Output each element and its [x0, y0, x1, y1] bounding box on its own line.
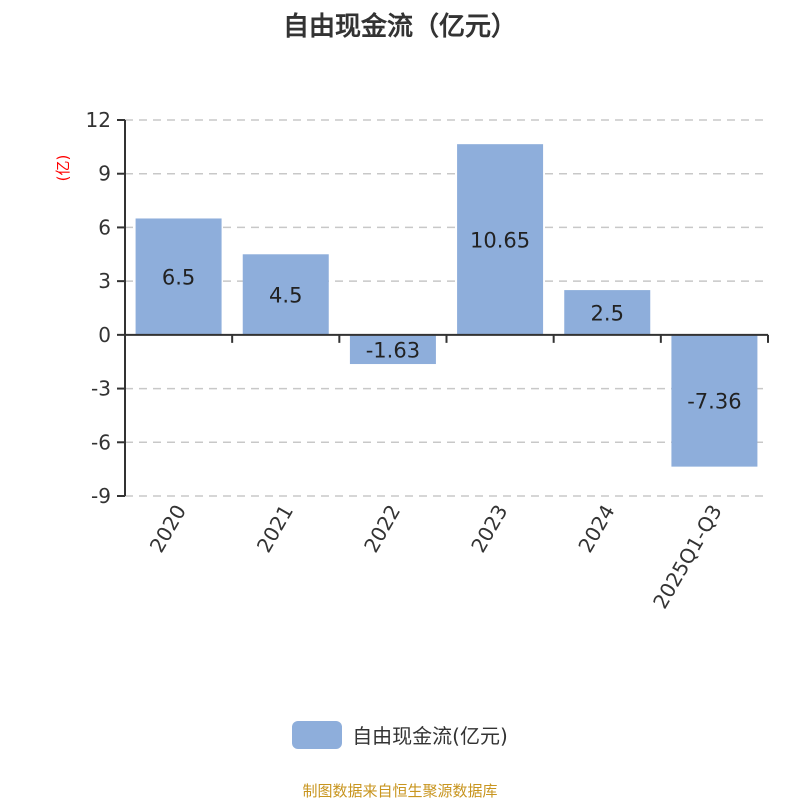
data-label: -7.36 [687, 390, 741, 414]
y-tick-label: 0 [98, 323, 111, 347]
legend-swatch [292, 720, 343, 749]
bar [242, 254, 329, 335]
data-label: 10.65 [470, 229, 530, 253]
bar [671, 334, 758, 467]
y-tick-label: -6 [91, 430, 111, 454]
y-tick-label: 6 [98, 215, 111, 239]
x-tick-label: 2022 [359, 501, 405, 557]
y-tick-label: 12 [86, 108, 111, 132]
bar [349, 334, 436, 365]
data-label: 6.5 [162, 266, 195, 290]
x-tick-label: 2024 [573, 501, 619, 557]
x-tick-label: 2020 [145, 501, 191, 557]
chart-title: 自由现金流（亿元） [282, 12, 517, 42]
x-tick-label: 2021 [252, 501, 298, 557]
data-label: -1.63 [366, 338, 420, 362]
y-tick-label: -9 [91, 484, 111, 508]
y-tick-label: 3 [98, 269, 111, 293]
data-label: 2.5 [591, 301, 624, 325]
data-source: 制图数据来自恒生聚源数据库 [302, 782, 498, 800]
x-tick-label: 2025Q1-Q3 [648, 501, 727, 613]
y-tick-label: 9 [98, 162, 111, 186]
data-label: 4.5 [269, 284, 302, 308]
legend[interactable]: 自由现金流(亿元) [0, 720, 800, 749]
y-tick-label: -3 [91, 377, 111, 401]
bar [135, 218, 222, 335]
bar [564, 290, 651, 335]
y-axis-label: (亿) [54, 155, 72, 182]
bar [457, 144, 544, 335]
legend-label: 自由现金流(亿元) [352, 724, 508, 748]
x-tick-label: 2023 [466, 501, 512, 557]
